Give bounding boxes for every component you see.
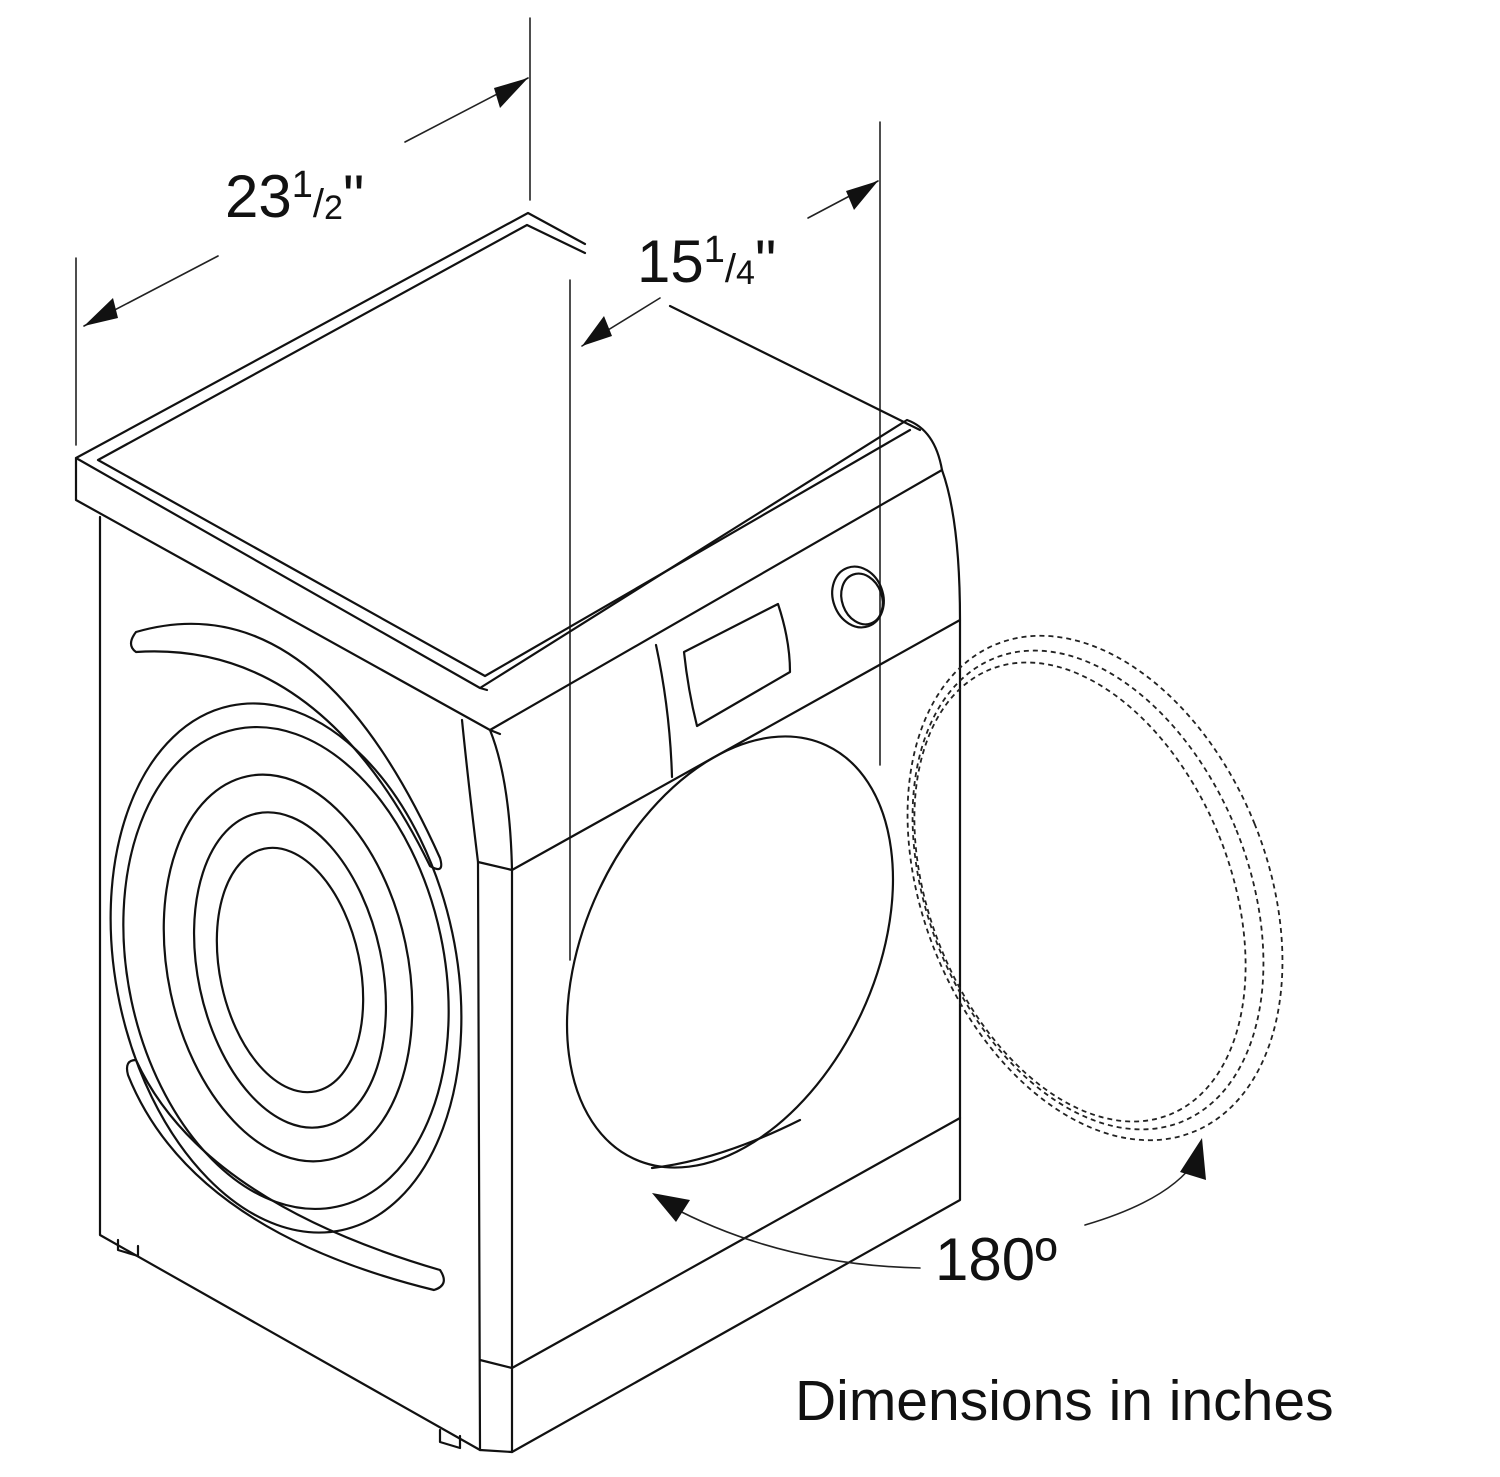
depth-arrow-left (582, 316, 612, 346)
side-emboss-ring-edge (109, 702, 463, 1234)
foot-right (438, 1428, 462, 1450)
width-arrow-left (84, 298, 118, 326)
side-emboss-ring-center (215, 846, 365, 1094)
front-corner-edge (476, 728, 514, 1454)
opened-door (906, 634, 1284, 1142)
side-panel (98, 515, 482, 1452)
program-knob-inner (840, 572, 884, 626)
side-emboss-ring-middle (162, 773, 414, 1163)
open-door-middle (911, 649, 1265, 1131)
worktop-inset (96, 223, 912, 678)
open-door-outer (906, 634, 1284, 1142)
control-fascia (510, 468, 962, 1120)
display-screen (682, 602, 792, 728)
swing-arc-left (667, 1204, 921, 1269)
width-arrow-right (494, 78, 528, 108)
foot-left (116, 1238, 140, 1258)
swing-arrow-right (1180, 1138, 1206, 1180)
door-opening (565, 735, 895, 1169)
open-door-inner (913, 661, 1247, 1123)
width-label: 231/2" (225, 163, 364, 230)
program-knob (831, 565, 885, 629)
width-dimension: 231/2" (75, 17, 531, 446)
side-emboss-upper (129, 622, 443, 871)
side-emboss-ring-outer (122, 725, 450, 1211)
side-emboss-lower (125, 1058, 445, 1292)
side-emboss-ring-inner (192, 811, 388, 1129)
worktop (74, 211, 944, 736)
base-plinth (510, 1116, 962, 1454)
door-swing-label: 180º (935, 1226, 1057, 1293)
depth-dimension: 151/4" (569, 121, 881, 961)
worktop-back-edge (668, 304, 922, 432)
door-hinge-edge (650, 1118, 802, 1170)
door-swing-indicator: 180º (652, 1138, 1206, 1293)
fascia-panel-divider (654, 643, 674, 779)
swing-arc-right (1084, 1159, 1197, 1226)
swing-arrow-left (652, 1193, 690, 1222)
appliance-body (74, 211, 962, 1454)
depth-arrow-right (846, 181, 878, 210)
depth-label: 151/4" (637, 228, 776, 295)
dimensions-note: Dimensions in inches (795, 1369, 1334, 1433)
